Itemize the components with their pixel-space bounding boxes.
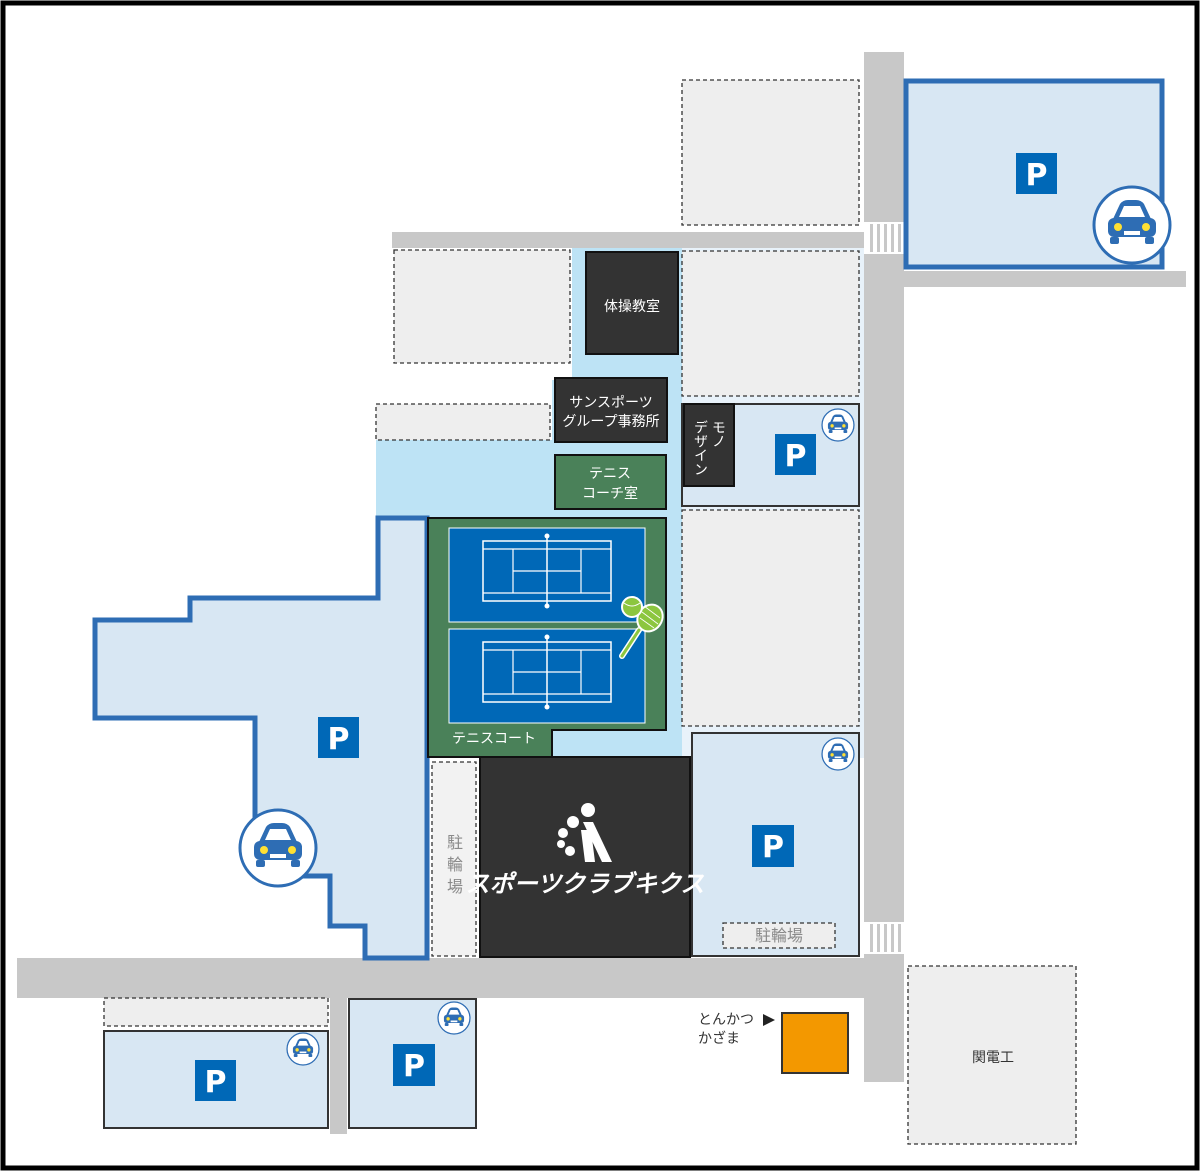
label-office-line2: グループ事務所 xyxy=(562,414,659,430)
building-gym-class xyxy=(585,251,679,355)
parking-areas xyxy=(92,78,1165,1129)
road-main-horizontal xyxy=(17,958,903,998)
restaurant-tonkatsu-kazama xyxy=(781,1012,849,1074)
building-tennis-coach xyxy=(554,454,667,510)
crosswalk-bottom xyxy=(864,922,904,954)
lot-bicycle-vertical xyxy=(431,761,477,957)
label-office-line1: サンスポーツ xyxy=(569,395,652,411)
svg-text:P: P xyxy=(403,1049,425,1084)
lot-right-upper xyxy=(681,250,860,397)
car-icon xyxy=(1092,185,1172,265)
label-mono-design-col1: モノ xyxy=(710,420,726,448)
lot-bottom-left-strip xyxy=(103,997,329,1027)
parking-sign-icon: P xyxy=(195,1060,236,1101)
label-bicycle-parking: 駐輪場 xyxy=(755,926,803,945)
label-bicycle-vertical-1: 駐 xyxy=(447,833,463,852)
lot-right-mid xyxy=(681,509,860,727)
label-bicycle-vertical-2: 輪 xyxy=(447,855,463,874)
label-mono-design-col2: デザイン xyxy=(692,420,708,476)
tennis-racket-ball-icon xyxy=(619,596,664,659)
parking-sign-icon: P xyxy=(775,434,816,475)
car-icon xyxy=(821,408,855,442)
arrow-right-icon xyxy=(763,1014,775,1026)
label-club-name: スポーツクラブキクス xyxy=(466,870,705,898)
svg-text:P: P xyxy=(762,830,784,865)
bicycle-parking-box xyxy=(722,922,836,949)
crosswalk-top xyxy=(864,222,904,254)
label-bicycle-vertical-3: 場 xyxy=(447,877,463,896)
label-gym-class: 体操教室 xyxy=(604,298,660,315)
car-icon xyxy=(238,808,318,888)
label-tennis-court: テニスコート xyxy=(452,731,536,747)
building-mono-design xyxy=(683,403,735,487)
building-office xyxy=(554,377,668,443)
parking-sign-icon: P xyxy=(393,1044,435,1086)
sports-club-logo-icon xyxy=(557,803,612,862)
svg-text:P: P xyxy=(785,439,807,474)
road-top xyxy=(392,232,864,248)
svg-text:P: P xyxy=(205,1065,227,1100)
dashed-lots xyxy=(103,79,1077,1145)
car-icon xyxy=(286,1032,320,1066)
lot-kandenko xyxy=(907,965,1077,1145)
lot-top-left xyxy=(393,249,571,364)
parking-sign-icon: P xyxy=(1016,153,1057,194)
road-right-branch xyxy=(904,271,1186,287)
label-tennis-coach-line2: コーチ室 xyxy=(582,485,638,502)
car-icon xyxy=(437,1001,471,1035)
parking-signs: P P P P P P xyxy=(195,153,1057,1101)
parking-sign-icon: P xyxy=(318,717,359,758)
label-kandenko: 関電工 xyxy=(972,1050,1014,1066)
parking-left-large xyxy=(92,515,430,961)
lot-mid-left xyxy=(375,403,551,441)
car-icon xyxy=(821,737,855,771)
label-tonkatsu-line1: とんかつ xyxy=(698,1012,754,1028)
svg-text:P: P xyxy=(328,722,350,757)
road-bottom-stub xyxy=(330,998,347,1134)
svg-text:P: P xyxy=(1026,158,1048,193)
parking-sign-icon: P xyxy=(752,825,794,867)
lot-top-center xyxy=(681,79,860,226)
tennis-court-area xyxy=(427,517,667,758)
label-tonkatsu-line2: かざま xyxy=(698,1030,740,1047)
label-tennis-coach-line1: テニス xyxy=(589,466,631,482)
